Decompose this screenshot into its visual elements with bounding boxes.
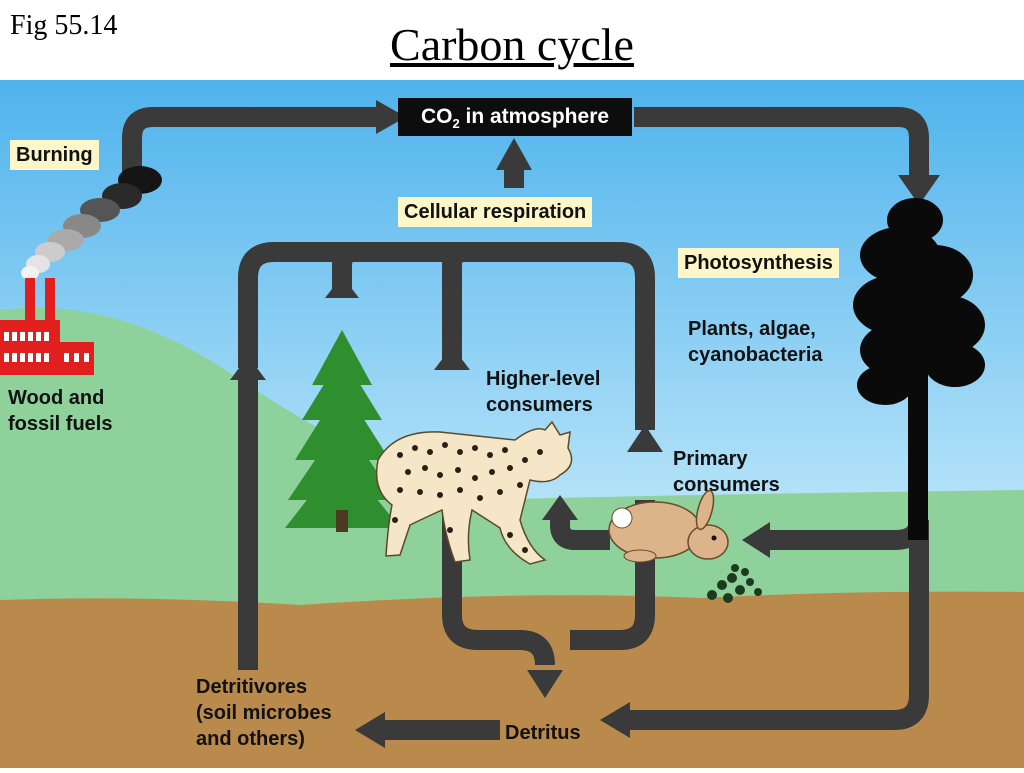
arrowhead-higher-up xyxy=(434,346,470,370)
arrowhead-respiration-up xyxy=(496,138,532,170)
arrowhead-rabbit-in xyxy=(742,522,770,558)
label-primary-consumers: Primary consumers xyxy=(673,446,780,498)
arrow-consumers-to-detritus xyxy=(442,500,655,666)
figure-label: Fig 55.14 xyxy=(10,10,118,41)
co2-suffix: in atmosphere xyxy=(459,105,610,128)
label-fuels-line1: Wood and xyxy=(8,387,105,409)
label-photosynthesis: Photosynthesis xyxy=(678,248,839,278)
label-higher-consumers: Higher-level consumers xyxy=(486,366,600,418)
label-cellular-respiration: Cellular respiration xyxy=(398,197,593,227)
arrowhead-co2-in xyxy=(376,100,406,134)
co2-atmosphere-box: CO2 in atmosphere xyxy=(398,98,632,136)
factory-icon xyxy=(0,278,94,375)
arrowhead-photosynthesis-down xyxy=(898,175,940,205)
carbon-cycle-diagram: CO2 in atmosphere Burning Cellular respi… xyxy=(0,80,1024,768)
label-detritivores-line1: Detritivores xyxy=(196,676,308,698)
arrowhead-detritivores-up xyxy=(230,356,266,380)
arrow-burning-to-co2 xyxy=(122,107,376,180)
label-producers-line1: Plants, algae, xyxy=(688,318,816,340)
label-burning: Burning xyxy=(10,140,99,170)
co2-prefix: CO xyxy=(420,105,453,128)
label-higher-line2: consumers xyxy=(486,394,593,416)
label-producers-line2: cyanobacteria xyxy=(688,344,823,366)
conifer-tree-icon xyxy=(285,330,400,532)
arrowhead-detritus-in xyxy=(600,702,630,738)
label-primary-line2: consumers xyxy=(673,474,780,496)
arrowhead-detritivores-in xyxy=(355,712,385,748)
label-detritivores-line3: and others) xyxy=(196,728,305,750)
smoke-icon xyxy=(21,166,162,280)
plant-sprig-icon xyxy=(707,564,762,603)
page-title: Carbon cycle xyxy=(390,19,634,70)
arrowhead-conifer-up xyxy=(325,276,359,298)
label-primary-line1: Primary xyxy=(673,448,748,470)
arrow-producers-to-detritus xyxy=(630,520,929,730)
arrow-primary-to-higher xyxy=(550,515,610,550)
label-detritivores-line2: (soil microbes xyxy=(196,702,332,724)
label-higher-line1: Higher-level xyxy=(486,368,601,390)
deciduous-tree-icon xyxy=(853,198,985,540)
arrowhead-detritus-down xyxy=(527,670,563,698)
label-detritivores: Detritivores (soil microbes and others) xyxy=(196,674,332,752)
label-fuels: Wood and fossil fuels xyxy=(8,385,112,437)
diagram-canvas xyxy=(0,80,1024,768)
label-producers: Plants, algae, cyanobacteria xyxy=(688,316,823,368)
rabbit-icon xyxy=(608,489,729,563)
arrow-respiration-collect xyxy=(238,242,655,430)
arrowhead-primary-up xyxy=(627,425,663,452)
lynx-icon xyxy=(375,420,573,565)
arrow-co2-to-photosynthesis xyxy=(634,107,929,180)
co2-subscript: 2 xyxy=(452,116,460,132)
arrowhead-lynx-in xyxy=(542,495,578,520)
label-fuels-line2: fossil fuels xyxy=(8,413,113,435)
label-detritus: Detritus xyxy=(505,722,581,744)
